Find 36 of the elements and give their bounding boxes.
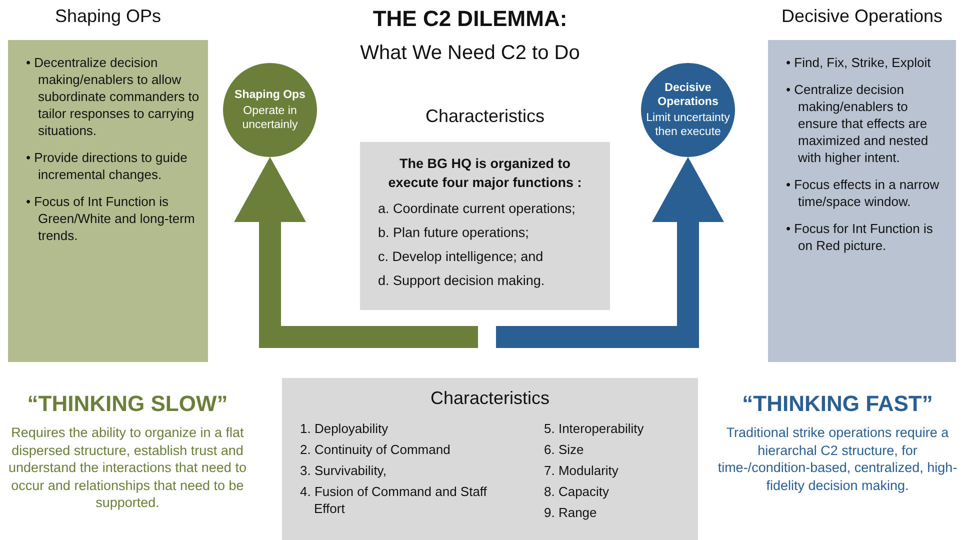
arrow xyxy=(234,157,478,348)
list-item: 9. Range xyxy=(544,504,598,521)
arrow xyxy=(496,157,724,348)
list-item: c. Develop intelligence; and xyxy=(378,248,544,266)
bullet-text: • Decentralize decision making/enablers to allow subordinate commanders to tailor responses to carrying situations. xyxy=(26,54,200,139)
bullet-text: • Focus effects in a narrow time/space window. xyxy=(786,176,940,210)
list-item: 4. Fusion of Command and Staff Effort xyxy=(300,483,488,517)
list-item: d. Support decision making. xyxy=(378,272,546,290)
bullet-text: • Focus of Int Function is Green/White and long-term trends. xyxy=(26,193,196,244)
bullet-text: • Provide directions to guide incremental changes. xyxy=(26,149,188,183)
info-panel xyxy=(282,378,698,540)
subtitle: What We Need C2 to Do xyxy=(359,41,581,66)
heading: Characteristics xyxy=(424,106,546,127)
list-item: a. Coordinate current operations; xyxy=(378,200,576,218)
list-item: 3. Survivability, xyxy=(300,462,388,479)
list-item: 2. Continuity of Command xyxy=(300,441,452,458)
bullet-text: • Focus for Int Function is on Red picture. xyxy=(786,220,934,254)
panel-heading: The BG HQ is organized to execute four major functions : xyxy=(387,155,583,192)
heading: “THINKING SLOW” xyxy=(26,390,229,418)
title: THE C2 DILEMMA: xyxy=(372,6,568,32)
circle-node: Shaping Ops Operate in uncertainly xyxy=(223,63,317,157)
circle-node: Decisive Operations Limit uncertainty then execute xyxy=(641,63,735,157)
heading: Shaping OPs xyxy=(54,6,162,27)
heading: Decisive Operations xyxy=(780,6,944,27)
list-item: 7. Modularity xyxy=(544,462,620,479)
list-item: 1. Deployability xyxy=(300,420,390,437)
list-item: b. Plan future operations; xyxy=(378,224,530,242)
heading: Characteristics xyxy=(429,388,551,409)
list-item: 5. Interoperability xyxy=(544,420,645,437)
bullet-text: • Find, Fix, Strike, Exploit xyxy=(786,54,932,71)
heading: “THINKING FAST” xyxy=(741,390,934,418)
list-item: 6. Size xyxy=(544,441,585,458)
list-item: 8. Capacity xyxy=(544,483,610,500)
description-text: Requires the ability to organize in a flat dispersed structure, establish trust and understand the interactions that need to occur and relationships that need to be supported. xyxy=(8,424,248,512)
bullet-text: • Centralize decision making/enablers to ensure that effects are maximized and nested with higher intent. xyxy=(786,81,930,166)
description-text: Traditional strike operations require a hierarchal C2 structure, for time-/condition-based, centralized, high-fidelity decision making. xyxy=(716,424,958,494)
